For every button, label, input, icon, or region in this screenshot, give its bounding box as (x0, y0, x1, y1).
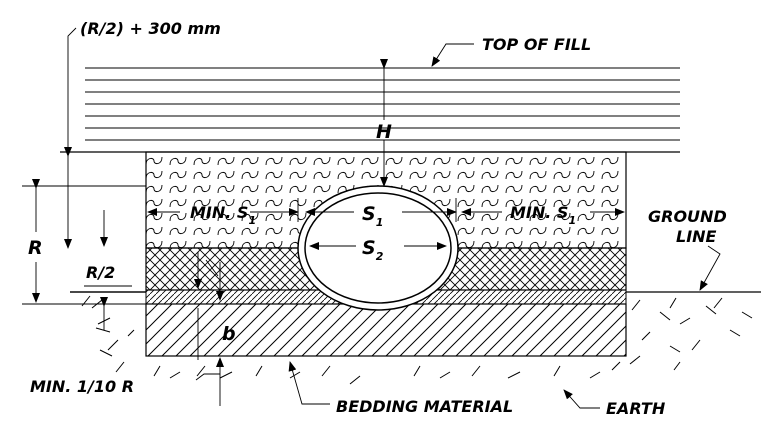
top-of-fill-label: TOP OF FILL (482, 35, 591, 54)
cover-note-label: (R/2) + 300 mm (80, 19, 221, 38)
min-s1-right-label: MIN. S1 (510, 203, 576, 227)
bedding-material-label: BEDDING MATERIAL (336, 397, 513, 416)
bedding-material-zone (145, 303, 627, 357)
ground-label: GROUND (648, 207, 727, 226)
earth-marks (81, 295, 753, 385)
b-label: b (222, 323, 236, 345)
r-label: R (28, 237, 43, 259)
fill-lines (60, 67, 680, 153)
dimension-lines (22, 27, 721, 409)
height-label: H (376, 121, 392, 143)
line-label: LINE (676, 227, 717, 246)
labels: (R/2) + 300 mm TOP OF FILL H MIN. S1 S1 … (28, 19, 727, 418)
min-bedding-label: MIN. 1/10 R (30, 377, 134, 396)
s1-label: S1 (362, 203, 383, 229)
earth-label: EARTH (606, 399, 666, 418)
min-s1-left-label: MIN. S1 (190, 203, 256, 227)
pipe (297, 185, 459, 311)
s2-label: S2 (362, 237, 384, 263)
r-half-label: R/2 (86, 263, 115, 282)
